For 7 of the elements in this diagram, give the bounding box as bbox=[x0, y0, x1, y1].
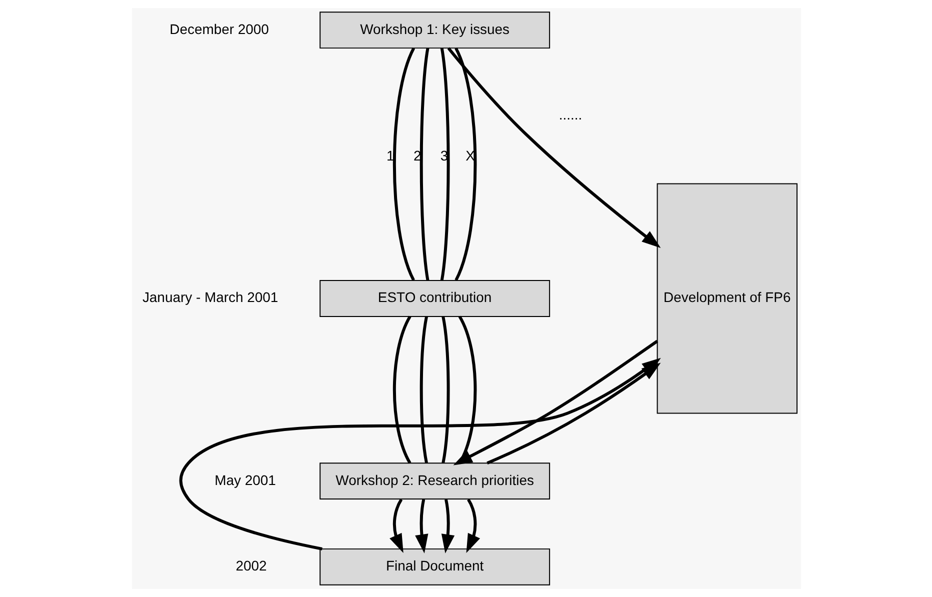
edge-label: 1 bbox=[386, 147, 394, 164]
label: ...... bbox=[558, 106, 582, 123]
label: December 2000 bbox=[169, 20, 268, 37]
label: May 2001 bbox=[214, 472, 276, 488]
label: January - March 2001 bbox=[142, 289, 278, 306]
edge-label: 3 bbox=[440, 147, 448, 164]
label: 2002 bbox=[235, 558, 266, 574]
